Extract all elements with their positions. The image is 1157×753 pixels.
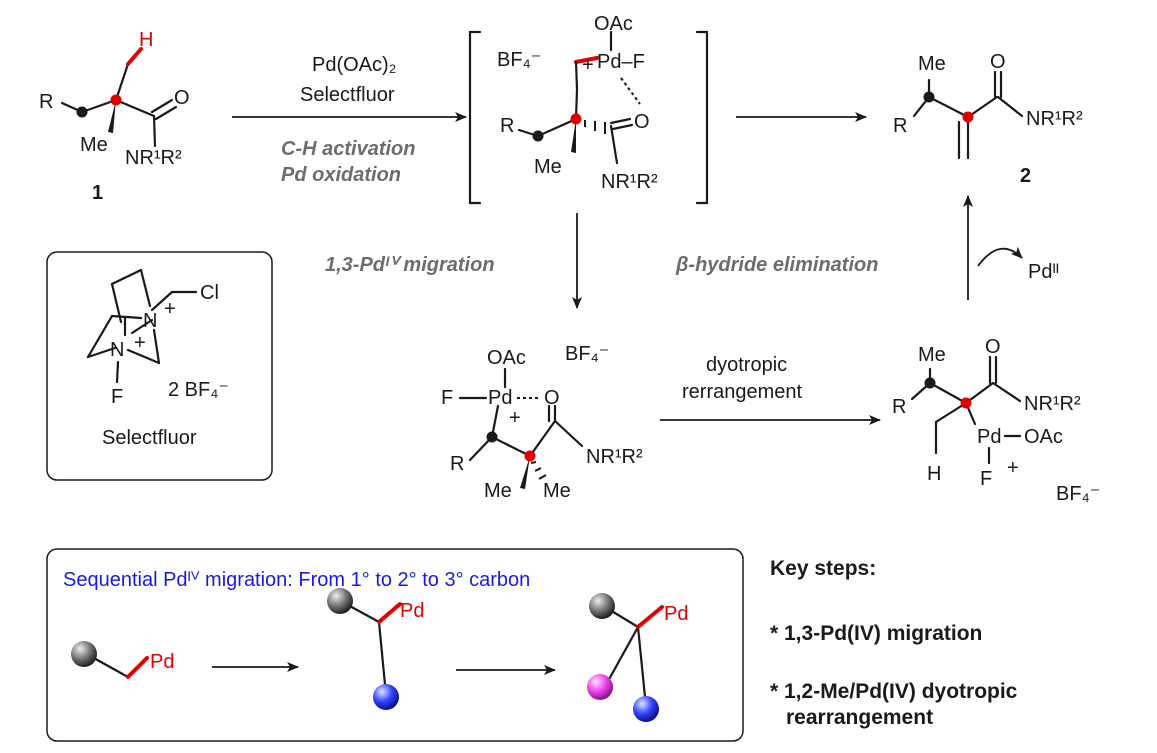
compound-number-2: 2 xyxy=(1020,165,1031,187)
selectfluor-box: N + Cl N + F 2 BF₄⁻ Selectfluor xyxy=(46,251,273,481)
wedge-bond xyxy=(571,119,576,153)
tetrafluoroborate: BF₄⁻ xyxy=(497,49,541,71)
pd-label-secondary: Pd xyxy=(400,600,424,622)
key-step-1: * 1,3-Pd(IV) migration xyxy=(770,622,982,645)
byproduct-arrow xyxy=(977,246,1023,267)
intermediate-a: OAc BF₄⁻ F Pd + O R NR¹R² Me Me xyxy=(441,343,643,502)
stereocenter-dot xyxy=(924,377,936,389)
pd-ii-byproduct: Pdᴵᴵ xyxy=(1028,261,1059,283)
carbonyl-oxygen: O xyxy=(634,111,650,133)
r-group: R xyxy=(892,396,906,418)
label-beta-hydride-elimination: β-hydride elimination xyxy=(675,254,878,276)
label-13-pd-migration: 1,3-Pdᴵⱽ migration xyxy=(325,254,495,276)
r-group: R xyxy=(450,453,464,475)
amide-group: NR¹R² xyxy=(586,446,643,468)
stereocenter-dot xyxy=(960,397,972,409)
blue-substituent-sphere xyxy=(373,684,399,710)
selectfluor-counterion: 2 BF₄⁻ xyxy=(168,379,229,401)
carbonyl-oxygen: O xyxy=(985,336,1001,358)
acetate-ligand: OAc xyxy=(594,13,633,35)
amide-group: NR¹R² xyxy=(125,147,182,169)
grey-substituent-sphere xyxy=(327,588,353,614)
methyl-group: Me xyxy=(80,134,108,156)
nitrogen-charge: + xyxy=(134,332,146,354)
left-bracket xyxy=(468,30,482,205)
right-bracket xyxy=(695,30,709,205)
palladium-atom: Pd xyxy=(488,387,512,409)
reactant-1: H R O Me NR¹R² 1 xyxy=(39,29,190,204)
methyl-group: Me xyxy=(484,480,512,502)
tetrafluoroborate: BF₄⁻ xyxy=(565,343,609,365)
amide-group: NR¹R² xyxy=(601,171,658,193)
hydrogen-atom: H xyxy=(139,29,153,51)
methyl-group: Me xyxy=(918,344,946,366)
r-group: R xyxy=(500,115,514,137)
label-pd-oxidation: Pd oxidation xyxy=(281,164,401,186)
amide-group: NR¹R² xyxy=(1024,393,1081,415)
tetrafluoroborate: BF₄⁻ xyxy=(1056,483,1100,505)
label-ch-activation: C-H activation xyxy=(281,138,415,160)
pd-label-tertiary: Pd xyxy=(664,603,688,625)
nitrogen-charge: + xyxy=(164,298,176,320)
hydrogen-atom: H xyxy=(927,463,941,485)
reagent-selectfluor: Selectfluor xyxy=(300,84,395,106)
acetate-ligand: OAc xyxy=(487,347,526,369)
carbonyl-oxygen: O xyxy=(544,387,560,409)
pd-label-primary: Pd xyxy=(150,651,174,673)
stereocenter-dot xyxy=(486,431,498,443)
stereocenter-dot xyxy=(923,91,935,103)
compound-number-1: 1 xyxy=(92,182,103,204)
methyl-group: Me xyxy=(534,156,562,178)
positive-charge: + xyxy=(1007,457,1019,479)
stereocenter-dot xyxy=(532,130,544,142)
r-group: R xyxy=(39,91,53,113)
key-steps-heading: Key steps: xyxy=(770,557,876,580)
methyl-group: Me xyxy=(918,53,946,75)
carbonyl-oxygen: O xyxy=(174,87,190,109)
palladium-atom: Pd xyxy=(977,426,1001,448)
sequential-migration-box: Sequential Pdᴵⱽ migration: From 1° to 2°… xyxy=(46,548,744,742)
positive-charge: + xyxy=(509,407,521,429)
acetate-ligand: OAc xyxy=(1024,426,1063,448)
palladium-fluoride: Pd–F xyxy=(597,51,645,73)
nitrogen-atom: N xyxy=(143,310,157,332)
selectfluor-name: Selectfluor xyxy=(102,427,197,449)
stereocenter-dot xyxy=(110,94,122,106)
r-group: R xyxy=(893,115,907,137)
positive-charge: + xyxy=(582,54,594,76)
product-2: Me O R NR¹R² 2 xyxy=(893,51,1083,187)
wedge-bond xyxy=(108,100,116,133)
stereocenter-dot xyxy=(76,106,88,118)
bracketed-intermediate: OAc BF₄⁻ + Pd–F R O Me NR¹R² xyxy=(468,13,709,205)
nitrogen-atom: N xyxy=(110,339,124,361)
amide-group: NR¹R² xyxy=(1026,108,1083,130)
intermediate-b: Me O R NR¹R² Pd OAc H F + BF₄⁻ xyxy=(892,336,1100,505)
fluorine-atom: F xyxy=(980,468,992,490)
fluorine-atom: F xyxy=(441,387,453,409)
chlorine-atom: Cl xyxy=(200,282,219,304)
dyotropic-label-line2: rerrangement xyxy=(682,381,803,403)
key-step-2-line1: * 1,2-Me/Pd(IV) dyotropic xyxy=(770,680,1018,703)
alkene-carbon-dot xyxy=(962,111,974,123)
stereocenter-dot xyxy=(570,113,582,125)
wedge-bond xyxy=(520,456,530,489)
stereocenter-dot xyxy=(524,450,536,462)
grey-substituent-sphere xyxy=(589,593,615,619)
grey-substituent-sphere xyxy=(71,641,97,667)
methyl-group: Me xyxy=(543,480,571,502)
pink-substituent-sphere xyxy=(587,674,613,700)
fluorine-atom: F xyxy=(111,386,123,408)
reagent-pd-oac: Pd(OAc)₂ xyxy=(312,54,396,76)
sequential-migration-title: Sequential Pdᴵⱽ migration: From 1° to 2°… xyxy=(63,569,530,591)
key-step-2-line2: rearrangement xyxy=(786,706,933,729)
carbonyl-oxygen: O xyxy=(990,51,1006,73)
blue-substituent-sphere xyxy=(633,696,659,722)
dyotropic-label-line1: dyotropic xyxy=(706,354,787,376)
